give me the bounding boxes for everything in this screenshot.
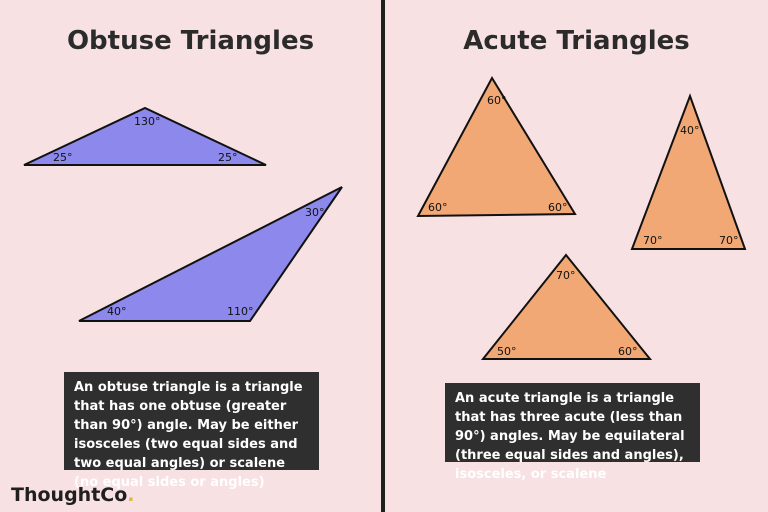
acute-panel: Acute Triangles bbox=[385, 0, 768, 512]
panel-divider bbox=[381, 0, 385, 512]
obtuse-t2-top-angle: 30° bbox=[305, 206, 325, 219]
acute-triangle-2 bbox=[630, 93, 747, 250]
acute-t3-top-angle: 70° bbox=[556, 269, 576, 282]
acute-t2-top-angle: 40° bbox=[680, 124, 700, 137]
acute-t1-left-angle: 60° bbox=[428, 201, 448, 214]
obtuse-t2-left-angle: 40° bbox=[107, 305, 127, 318]
obtuse-t1-right-angle: 25° bbox=[218, 151, 238, 164]
acute-triangle-1 bbox=[416, 75, 577, 218]
acute-t2-left-angle: 70° bbox=[643, 234, 663, 247]
obtuse-panel: Obtuse Triangles bbox=[0, 0, 381, 512]
obtuse-title: Obtuse Triangles bbox=[66, 26, 315, 56]
acute-t1-right-angle: 60° bbox=[548, 201, 568, 214]
logo-dot: . bbox=[127, 484, 135, 506]
acute-title: Acute Triangles bbox=[463, 26, 690, 56]
acute-t3-right-angle: 60° bbox=[618, 345, 638, 358]
thoughtco-logo: ThoughtCo. bbox=[11, 484, 135, 506]
acute-t3-left-angle: 50° bbox=[497, 345, 517, 358]
acute-t2-right-angle: 70° bbox=[719, 234, 739, 247]
logo-text: ThoughtCo bbox=[11, 484, 128, 506]
acute-description: An acute triangle is a triangle that has… bbox=[445, 383, 700, 482]
acute-triangle-3 bbox=[480, 253, 653, 360]
obtuse-t1-top-angle: 130° bbox=[134, 115, 161, 128]
obtuse-description: An obtuse triangle is a triangle that ha… bbox=[64, 372, 319, 490]
obtuse-triangle-2 bbox=[78, 186, 343, 322]
obtuse-triangle-1 bbox=[23, 106, 267, 166]
obtuse-t2-right-angle: 110° bbox=[227, 305, 254, 318]
obtuse-t1-left-angle: 25° bbox=[53, 151, 73, 164]
acute-t1-top-angle: 60° bbox=[487, 94, 507, 107]
